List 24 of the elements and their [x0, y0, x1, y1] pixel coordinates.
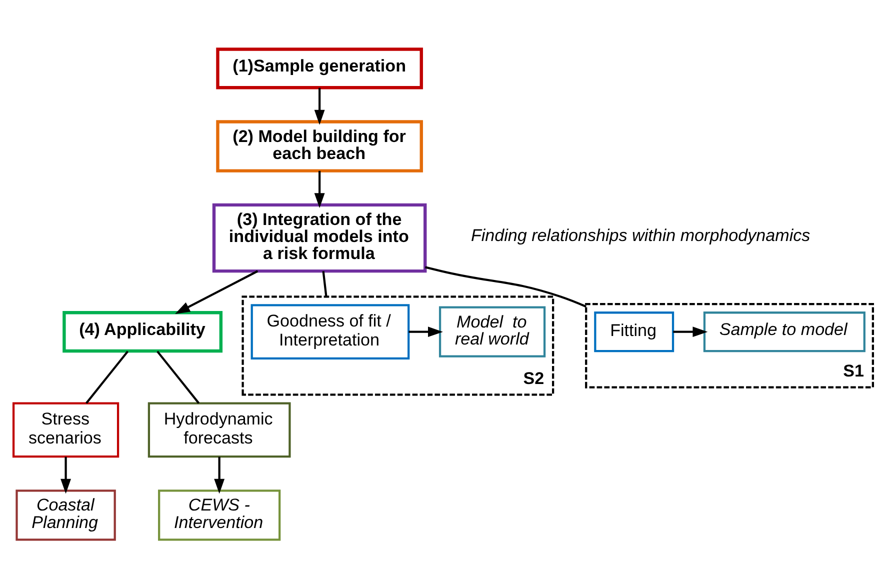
node-box: Coastal Planning	[15, 489, 116, 540]
node-box: CEWS - Intervention	[158, 489, 280, 540]
node-box: Sample to model	[702, 311, 865, 352]
arrow	[60, 456, 71, 494]
node-box: Model to real world	[438, 306, 546, 357]
node-box: (1)Sample generation	[216, 47, 422, 89]
connector	[322, 270, 327, 296]
arrow	[314, 170, 324, 208]
connector	[156, 350, 200, 404]
connector	[424, 266, 586, 308]
arrow	[314, 87, 324, 124]
arrow	[174, 270, 258, 314]
node-box: Fitting	[594, 311, 674, 352]
node-box: (4) Applicability	[62, 310, 222, 352]
node-box: Hydrodynamic forecasts	[147, 402, 290, 458]
node-box: Goodness of fit / Interpretation	[250, 304, 410, 360]
node-box: (3) Integration of the individual models into a risk formula	[212, 202, 426, 272]
arrow	[214, 456, 224, 494]
arrow	[408, 326, 442, 337]
node-box: (2) Model building for each beach	[216, 120, 422, 172]
connector	[85, 350, 128, 404]
node-box: Stress scenarios	[12, 402, 119, 458]
label: Finding relationships within morphodynamics	[470, 225, 810, 244]
arrow	[672, 326, 708, 337]
